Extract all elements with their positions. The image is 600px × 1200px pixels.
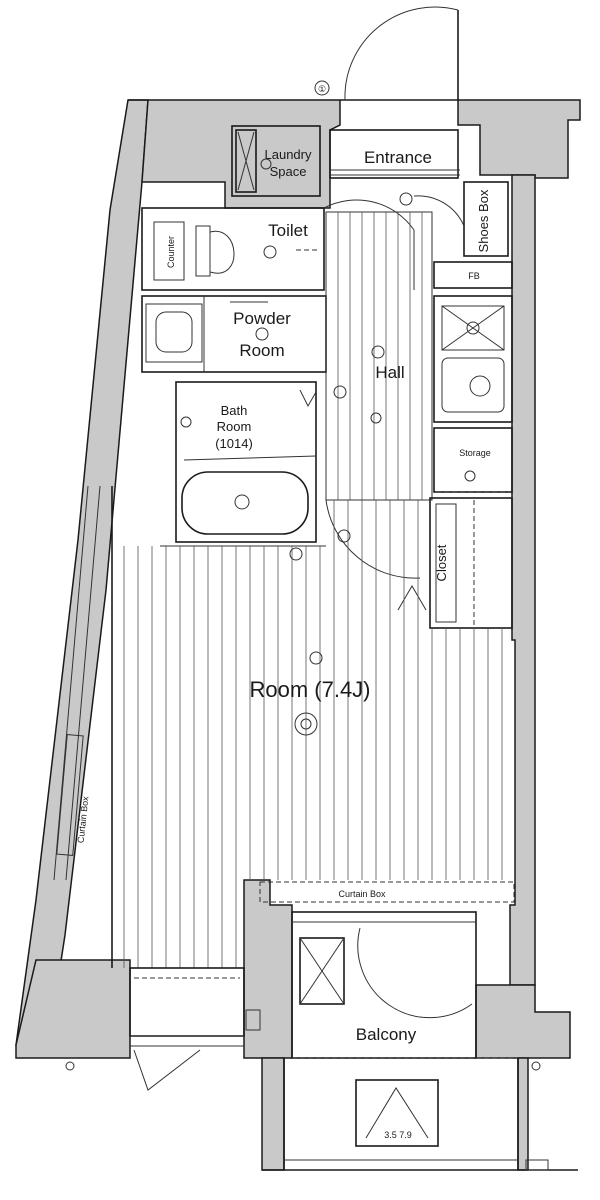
- bath-label-2: Room: [217, 419, 252, 434]
- room-label: Room (7.4J): [249, 677, 370, 702]
- bath-room: Bath Room (1014): [175, 381, 317, 543]
- hall: Hall: [325, 211, 433, 611]
- laundry-space: Laundry Space: [231, 125, 321, 197]
- kitchen: FB: [433, 261, 513, 423]
- balcony: Balcony 3.5 7.9: [65, 911, 578, 1171]
- curtain-box-left-label: Curtain Box: [76, 795, 91, 843]
- balcony-wall-right: [517, 1057, 529, 1171]
- shoes-box: Shoes Box: [413, 181, 509, 257]
- balcony-label: Balcony: [356, 1025, 417, 1044]
- shoes-box-label: Shoes Box: [476, 189, 491, 252]
- lower-right-wall: [475, 984, 571, 1059]
- column-mark: ①: [318, 84, 326, 94]
- bottom-window: [129, 967, 245, 1091]
- hatch-label: 3.5 7.9: [384, 1130, 412, 1140]
- left-wall: [15, 99, 149, 1046]
- powder-label-1: Powder: [233, 309, 291, 328]
- storage-label: Storage: [459, 448, 491, 458]
- entrance-label: Entrance: [364, 148, 432, 167]
- powder-label-2: Room: [239, 341, 284, 360]
- entrance-door: ①: [314, 6, 459, 101]
- main-room: Room (7.4J) Curtain Box Curtain Box: [53, 485, 515, 1091]
- balcony-wall-left: [261, 1057, 285, 1171]
- toilet-room: Counter Toilet: [141, 199, 415, 291]
- kitchen-small-label: FB: [468, 271, 480, 281]
- bottom-left-wall: [15, 959, 131, 1059]
- powder-room: Powder Room: [141, 295, 327, 373]
- hall-floor-lines: [337, 212, 423, 500]
- closet: Closet: [429, 497, 513, 629]
- right-wall: [509, 174, 536, 986]
- bath-label-1: Bath: [221, 403, 248, 418]
- bottom-pillar: [243, 879, 293, 1059]
- laundry-label-2: Space: [270, 164, 307, 179]
- laundry-label-1: Laundry: [265, 147, 312, 162]
- room-floor-lines: [123, 500, 503, 968]
- toilet-label: Toilet: [268, 221, 308, 240]
- outer-walls: [15, 99, 581, 1171]
- hall-label: Hall: [375, 363, 404, 382]
- entrance-area: Entrance: [329, 129, 460, 206]
- storage-unit: Storage: [433, 427, 513, 493]
- top-right-wall: [457, 99, 581, 179]
- bath-label-3: (1014): [215, 436, 253, 451]
- curtain-box-label: Curtain Box: [338, 889, 386, 899]
- closet-label: Closet: [434, 544, 449, 581]
- left-window: Curtain Box: [53, 485, 101, 881]
- counter-label-toilet: Counter: [166, 236, 176, 268]
